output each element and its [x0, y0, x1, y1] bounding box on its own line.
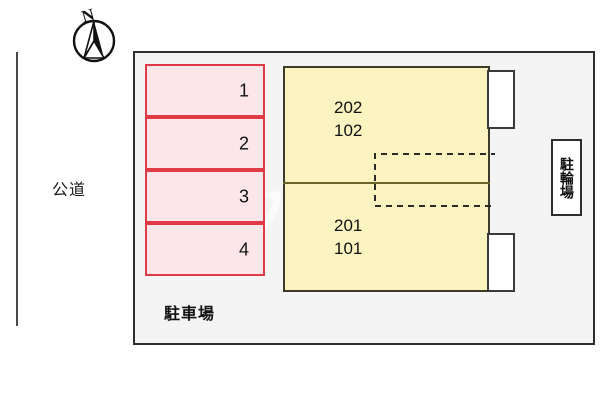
- unit-number-201: 201: [334, 216, 363, 235]
- unit-number-101: 101: [334, 238, 363, 258]
- bicycle-parking-label: 駐輪場: [558, 156, 575, 199]
- parking-stall-number: 3: [238, 186, 249, 206]
- parking-stall-number: 2: [238, 133, 249, 153]
- bicycle-parking-area[interactable]: 駐輪場: [551, 139, 582, 216]
- parking-stall-number: 4: [238, 239, 249, 259]
- unit-number-202: 202: [334, 98, 363, 117]
- building-unit-divider: [283, 182, 490, 184]
- parking-lot-label: 駐車場: [164, 306, 216, 323]
- parking-stall[interactable]: 3: [145, 170, 265, 223]
- unit-label-lower: 201 101: [334, 215, 362, 261]
- parking-stall[interactable]: 2: [145, 117, 265, 170]
- parking-stall[interactable]: 1: [145, 64, 265, 117]
- public-road-label: 公道: [52, 182, 87, 199]
- north-arrow-icon: N: [68, 5, 124, 66]
- parking-stall[interactable]: 4: [145, 223, 265, 276]
- parking-stall-number: 1: [238, 80, 249, 100]
- unit-number-102: 102: [334, 120, 363, 140]
- apartment-building: [283, 66, 490, 292]
- compass-rose-graphic: [72, 19, 116, 63]
- public-road-boundary-line: [16, 52, 18, 326]
- unit-label-upper: 202 102: [334, 97, 362, 143]
- balcony-upper: [487, 70, 515, 129]
- balcony-lower: [487, 233, 515, 292]
